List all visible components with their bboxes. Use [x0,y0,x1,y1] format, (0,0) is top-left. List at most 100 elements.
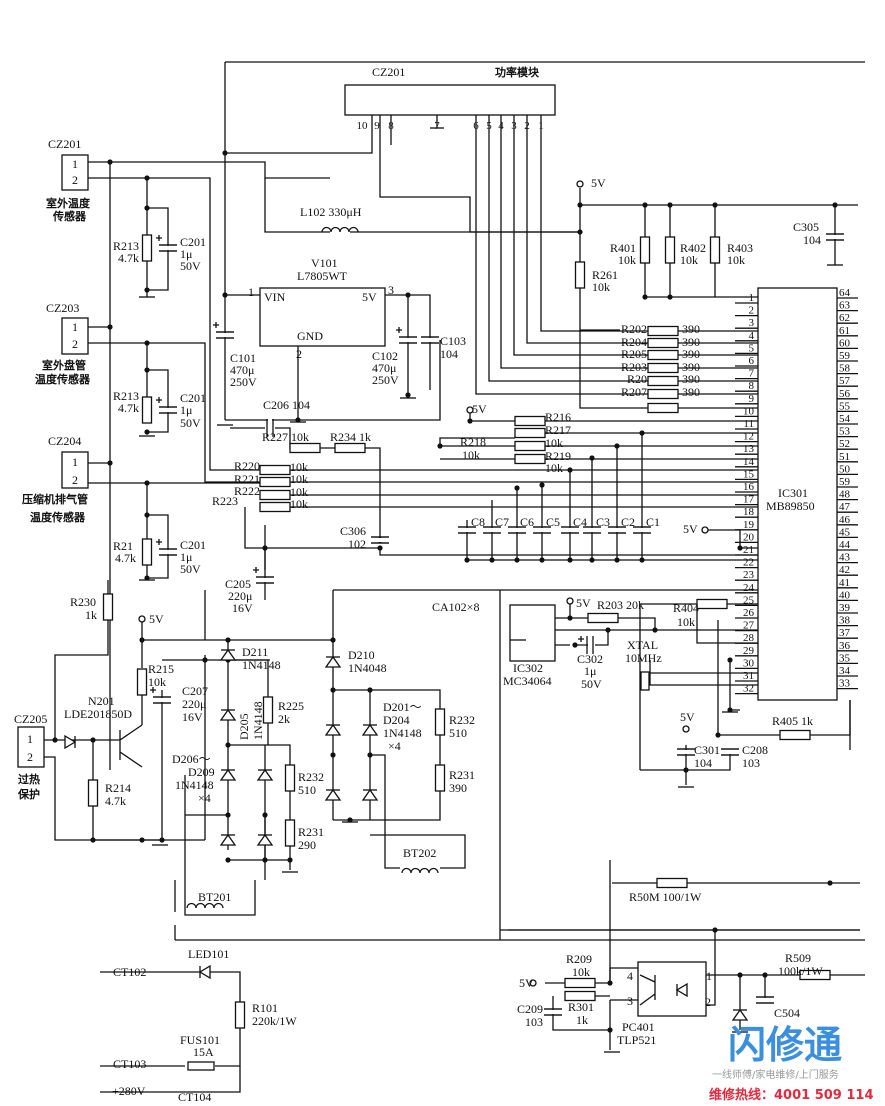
label-fus101-v: 15A [193,1045,214,1059]
junction-dot [330,687,336,693]
diode-icon [219,648,237,661]
capacitor-plates [756,996,774,1004]
diode-icon [256,833,274,846]
label-ic301-right-pins-3: 61 [839,325,850,337]
capacitor-plates [561,526,579,534]
diode-body [324,788,342,801]
label-c101-v: 470μ [230,363,254,377]
label-r230: R230 [70,595,96,609]
label-cz203-p2: 2 [72,337,78,351]
capacitor-gap [268,419,272,437]
label-d201: D201～ [383,700,422,714]
label-r213b: R213 [113,389,139,403]
junction-dot [139,637,145,643]
crystal-xtal-icon [640,671,650,691]
label-c201c-v: 1μ [180,550,192,564]
capacitor-plates [421,336,439,344]
label-pc401-type: TLP521 [617,1033,656,1047]
wire [705,529,758,549]
fuse-fus101 [187,1061,215,1071]
diode-body [361,723,379,736]
label-ic301-left-pins-21: 22 [743,557,754,569]
junction-dot [712,202,718,208]
wire [439,432,758,446]
junction-dot [144,480,150,486]
label-r402: R402 [680,241,706,255]
resistor [647,337,679,349]
junction-dot [827,880,833,886]
label-d201-n: ×4 [388,739,401,753]
label-r401-v: 10k [618,253,636,267]
capacitor-gap [677,750,695,754]
label-r213b-v: 4.7k [118,401,139,415]
resistor [664,236,676,264]
label-sensor2-a: 室外盘管 [42,358,86,372]
junction-dot [727,707,733,713]
resistor [284,819,296,847]
label-r204: R204 [621,335,647,349]
label-c205-v: 220μ [228,589,252,603]
label-cz201-top: CZ201 [372,65,405,79]
capacitor [156,235,177,252]
label-ic301-right-pins-29: 35 [839,652,851,664]
label-c4: C4 [573,515,587,529]
junction-dot [225,742,231,748]
label-r222-v: 10k [290,485,308,499]
label-r220: R220 [234,459,260,473]
junction-dot [667,294,673,300]
resistor [639,236,651,264]
label-ct102: CT102 [113,965,146,979]
capacitor-plates [586,636,594,654]
label-r221-v: 10k [290,472,308,486]
label-xtal: XTAL [627,638,658,652]
junction-dot [90,737,96,743]
junction-dot [144,175,150,181]
resistor [514,427,546,439]
transformer-bt201-icon [186,902,224,909]
label-r231a: R231 [298,825,324,839]
label-c201a: C201 [180,235,206,249]
wire [475,115,648,395]
junction-dot [262,812,268,818]
label-xtal-f: 10MHz [625,651,662,665]
junction-dot [107,159,113,165]
junction-dot [737,545,743,551]
label-r214: R214 [105,781,131,795]
label-r203: R203 [621,360,647,374]
label-ic301-left-pins-2: 3 [749,317,755,329]
label-c8: C8 [471,515,485,529]
junction-dot [577,229,583,235]
junction-dot [144,575,150,581]
diode-body [64,734,77,750]
label-module-pins-9: 1 [538,120,544,132]
label-r404-v: 10k [677,615,695,629]
diode-body [198,964,211,980]
led101-icon [198,964,211,980]
label-c2: C2 [621,515,635,529]
label-module-pins-4: 6 [473,120,479,132]
label-r219: R219 [545,449,571,463]
label-r231b-v: 390 [449,781,467,795]
resistor [514,440,546,452]
junction-dot [330,752,336,758]
diode-body [256,833,274,846]
label-ic301-type: MB89850 [766,499,815,513]
junction-dot [464,557,470,563]
wire [161,655,206,840]
label-c102: C102 [372,349,398,363]
diode-icon [219,833,237,846]
label-ic301-left-pins-4: 5 [749,342,755,354]
label-ic301-right-pins-0: 64 [839,287,851,299]
wire [225,294,431,390]
label-r232a-v: 510 [298,783,316,797]
label-ic301-left-pins-18: 19 [743,519,755,531]
junction-dot [514,557,520,563]
label-ic301-left-pins-11: 12 [743,431,754,443]
label-r217: R217 [545,423,571,437]
resistor [259,489,291,501]
label-ic301-right-pins-15: 59 [839,476,851,488]
label-c102-v: 470μ [372,361,396,375]
watermark-hotline: 维修热线：4001 509 114 [709,1087,874,1103]
wire [469,410,758,422]
